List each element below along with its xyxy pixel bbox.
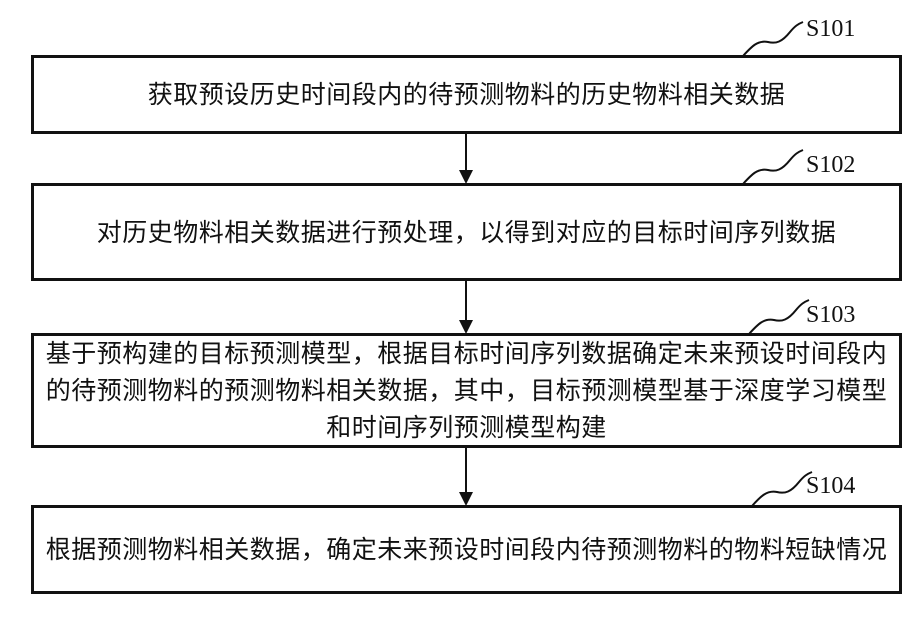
leader-line-s103 (749, 300, 809, 334)
arrow-head-2 (459, 320, 473, 334)
arrow-head-3 (459, 492, 473, 506)
arrow-head-1 (459, 170, 473, 184)
leader-line-s104 (752, 472, 812, 506)
leader-line-s101 (743, 22, 803, 56)
leader-line-s102 (743, 150, 803, 184)
